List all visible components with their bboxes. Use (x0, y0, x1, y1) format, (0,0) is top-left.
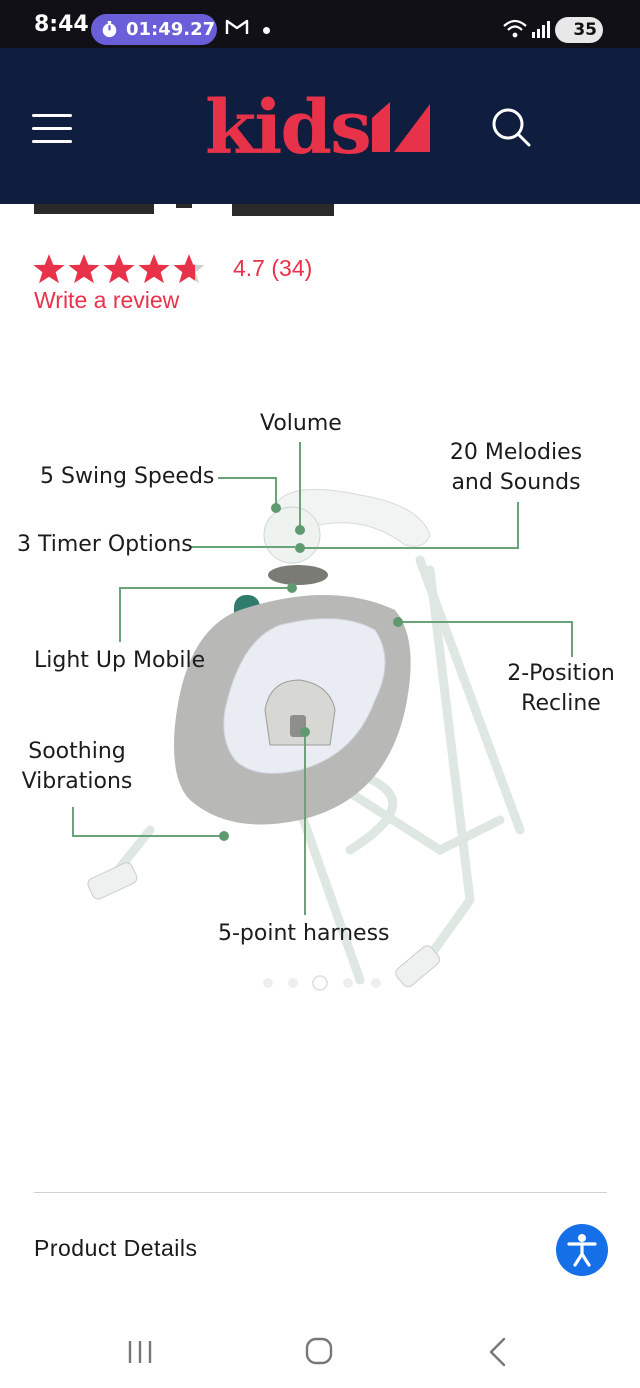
product-details-toggle[interactable]: Product Details (34, 1235, 198, 1261)
timer-text: 01:49.27 (126, 19, 216, 40)
rating-stars (32, 252, 208, 286)
notification-dot (263, 27, 270, 34)
callout-recline-line2: Recline (521, 691, 601, 716)
stopwatch-icon (102, 21, 117, 38)
wifi-icon (503, 19, 527, 38)
star-icon (68, 254, 100, 284)
status-time: 8:44 (34, 12, 89, 37)
callout-swing-speeds: 5 Swing Speeds (40, 464, 215, 489)
search-icon[interactable] (490, 106, 532, 148)
write-review-link[interactable]: Write a review (34, 287, 180, 313)
accessibility-button[interactable] (556, 1224, 608, 1276)
rating-text: 4.7 (34) (233, 255, 313, 281)
site-logo[interactable]: kids (205, 85, 372, 171)
gmail-icon (225, 19, 249, 34)
section-divider (34, 1192, 607, 1193)
status-bar: 8:44 01:49.27 35 (0, 0, 640, 48)
callout-harness: 5-point harness (218, 921, 390, 946)
star-icon (33, 254, 65, 284)
battery-level: 35 (573, 20, 597, 40)
product-image[interactable] (0, 380, 640, 1020)
menu-icon[interactable] (32, 114, 72, 144)
logo-mark-icon (372, 102, 430, 152)
callout-mobile: Light Up Mobile (34, 648, 206, 673)
accessibility-icon (567, 1234, 597, 1267)
callout-dots (219, 503, 403, 841)
callout-timer-options: 3 Timer Options (17, 532, 193, 557)
star-half-icon (173, 254, 205, 284)
callout-volume: Volume (260, 411, 342, 436)
swing-frame (105, 555, 525, 985)
star-icon (138, 254, 170, 284)
home-icon[interactable] (305, 1337, 333, 1365)
system-nav-bar (0, 1310, 640, 1388)
site-header: kids (0, 48, 640, 204)
callout-melodies-line2: and Sounds (451, 470, 581, 495)
star-icon (103, 254, 135, 284)
callout-vibrations-line1: Soothing (28, 739, 126, 764)
callout-melodies-line1: 20 Melodies (449, 440, 583, 465)
recents-icon[interactable] (127, 1340, 153, 1364)
timer-chip[interactable]: 01:49.27 (91, 14, 217, 45)
battery-icon: 35 (555, 17, 603, 43)
callout-recline: 2-Position Recline (500, 659, 622, 719)
callout-vibrations: Soothing Vibrations (18, 737, 136, 797)
signal-icon (532, 21, 550, 38)
callout-melodies: 20 Melodies and Sounds (446, 438, 586, 498)
title-remnant (34, 204, 334, 216)
callout-vibrations-line2: Vibrations (21, 769, 133, 794)
carousel-dots[interactable] (258, 973, 388, 993)
callout-recline-line1: 2-Position (507, 661, 615, 686)
callout-lines (72, 442, 573, 915)
back-icon[interactable] (485, 1337, 511, 1367)
product-title-cut (34, 204, 334, 218)
